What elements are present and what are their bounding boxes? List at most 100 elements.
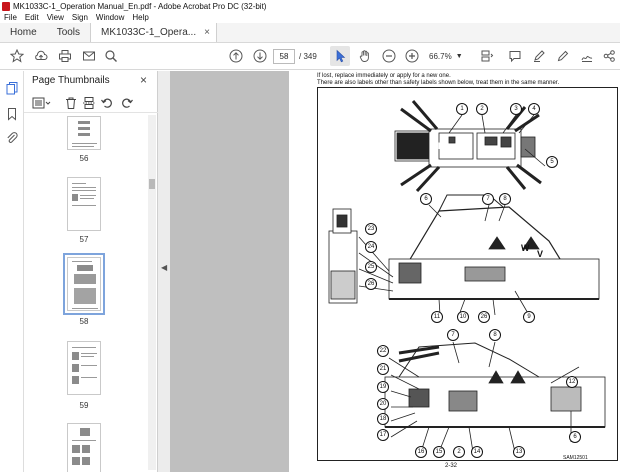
tab-document-label: MK1033C-1_Opera... [101,27,197,38]
callout: 7 [447,329,459,341]
menu-bar: File Edit View Sign Window Help [0,12,620,23]
print-icon[interactable] [58,49,72,63]
hand-tool-icon[interactable] [358,49,372,63]
page-thumbnails-panel: Page Thumbnails × 56 57 [24,71,158,472]
page-display-icon[interactable] [480,49,494,63]
callout: 8 [499,193,511,205]
callout: 6 [420,193,432,205]
menu-view[interactable]: View [46,13,64,22]
panel-close-icon[interactable]: × [140,73,148,87]
tab-tools[interactable]: Tools [56,27,81,38]
next-page-icon[interactable] [253,49,267,63]
thumbnail-page-58[interactable] [63,253,105,315]
page-number: 2-32 [445,463,458,469]
menu-window[interactable]: Window [95,13,125,22]
fill-sign-icon[interactable] [580,49,594,63]
callout: 11 [431,311,443,323]
body-text-line-1: If lost, replace immediately or apply fo… [317,73,451,79]
menu-edit[interactable]: Edit [24,13,39,22]
menu-help[interactable]: Help [132,13,149,22]
callout: 19 [377,381,389,393]
label-letter-w: W [521,243,530,253]
title-bar: MK1033C-1_Operation Manual_En.pdf - Adob… [0,0,620,12]
current-page-input[interactable]: 58 [273,49,295,64]
rotate-counterclockwise-icon[interactable] [100,96,114,110]
body-text-line-2: There are also labels other than safety … [317,80,560,86]
thumbnail-tools [24,93,158,113]
callout: 8 [489,329,501,341]
callout: 3 [510,103,522,115]
callout: 14 [471,446,483,458]
panel-title: Page Thumbnails [32,75,110,86]
callout: 25 [365,261,377,273]
bookmark-star-icon[interactable] [10,49,24,63]
callout: 15 [433,446,445,458]
thumbnail-label-56: 56 [79,154,89,163]
thumbnail-scrollbar[interactable] [148,115,156,470]
rotate-clockwise-icon[interactable] [120,96,134,110]
callout: 4 [528,103,540,115]
thumbnail-label-58: 58 [79,317,89,326]
tab-close-icon[interactable]: × [204,27,210,38]
callout: 5 [546,156,558,168]
share-icon[interactable] [602,49,616,63]
label-letter-v: V [537,249,544,259]
document-viewer[interactable]: If lost, replace immediately or apply fo… [170,71,620,472]
callout: 7 [482,193,494,205]
chevron-down-icon: ▼ [455,53,463,60]
panel-splitter[interactable]: ◀ [158,71,170,472]
callout: 1 [456,103,468,115]
callout: 22 [377,345,389,357]
draw-pencil-icon[interactable] [556,49,570,63]
callout: 6 [569,431,581,443]
highlight-pen-icon[interactable] [532,49,546,63]
search-zoom-icon[interactable] [104,49,118,63]
select-cursor-icon[interactable] [333,49,347,63]
zoom-level-value: 66.7% [429,52,452,61]
thumbnail-page-60[interactable] [67,423,101,472]
thumbnail-page-56[interactable] [67,116,101,150]
menu-sign[interactable]: Sign [71,13,88,22]
tab-bar: Home Tools MK1033C-1_Opera... × [0,23,620,43]
collapse-panel-icon[interactable]: ◀ [161,263,168,272]
menu-file[interactable]: File [4,13,17,22]
callout: 24 [365,241,377,253]
insert-page-icon[interactable] [82,96,96,110]
delete-trash-icon[interactable] [64,96,78,110]
thumbnail-page-59[interactable] [67,341,101,395]
thumbnail-label-59: 59 [79,401,89,410]
upload-cloud-icon[interactable] [34,49,48,63]
window-title: MK1033C-1_Operation Manual_En.pdf - Adob… [13,1,267,11]
figure-id: SAM12501 [563,455,588,461]
tab-home[interactable]: Home [10,27,37,38]
callout: 26 [365,278,377,290]
thumbnail-scrollbar-handle[interactable] [149,179,155,189]
callout: 2 [476,103,488,115]
bookmarks-icon[interactable] [5,107,19,121]
callout: 20 [377,398,389,410]
zoom-out-icon[interactable] [382,49,396,63]
callout: 13 [513,446,525,458]
zoom-in-icon[interactable] [405,49,419,63]
callout: 26 [478,311,490,323]
callout: 21 [377,363,389,375]
previous-page-icon[interactable] [229,49,243,63]
thumbnail-options-icon[interactable] [32,96,52,110]
callout: 9 [523,311,535,323]
attachments-icon[interactable] [5,131,19,145]
acrobat-app-icon [2,1,10,11]
callout: 10 [457,311,469,323]
callout: 12 [566,376,578,388]
comment-icon[interactable] [508,49,522,63]
zoom-level-dropdown[interactable]: 66.7% ▼ [425,49,467,64]
main-toolbar: 58 / 349 66.7% ▼ [0,43,620,70]
callout: 2 [453,446,465,458]
thumbnail-page-57[interactable] [67,177,101,231]
page-thumbnails-icon[interactable] [5,81,19,95]
email-icon[interactable] [82,49,96,63]
label-letter-p: P [438,141,445,151]
tab-document[interactable]: MK1033C-1_Opera... × [90,23,217,42]
callout: 16 [415,446,427,458]
callout: 18 [377,413,389,425]
pdf-page: If lost, replace immediately or apply fo… [289,71,620,472]
